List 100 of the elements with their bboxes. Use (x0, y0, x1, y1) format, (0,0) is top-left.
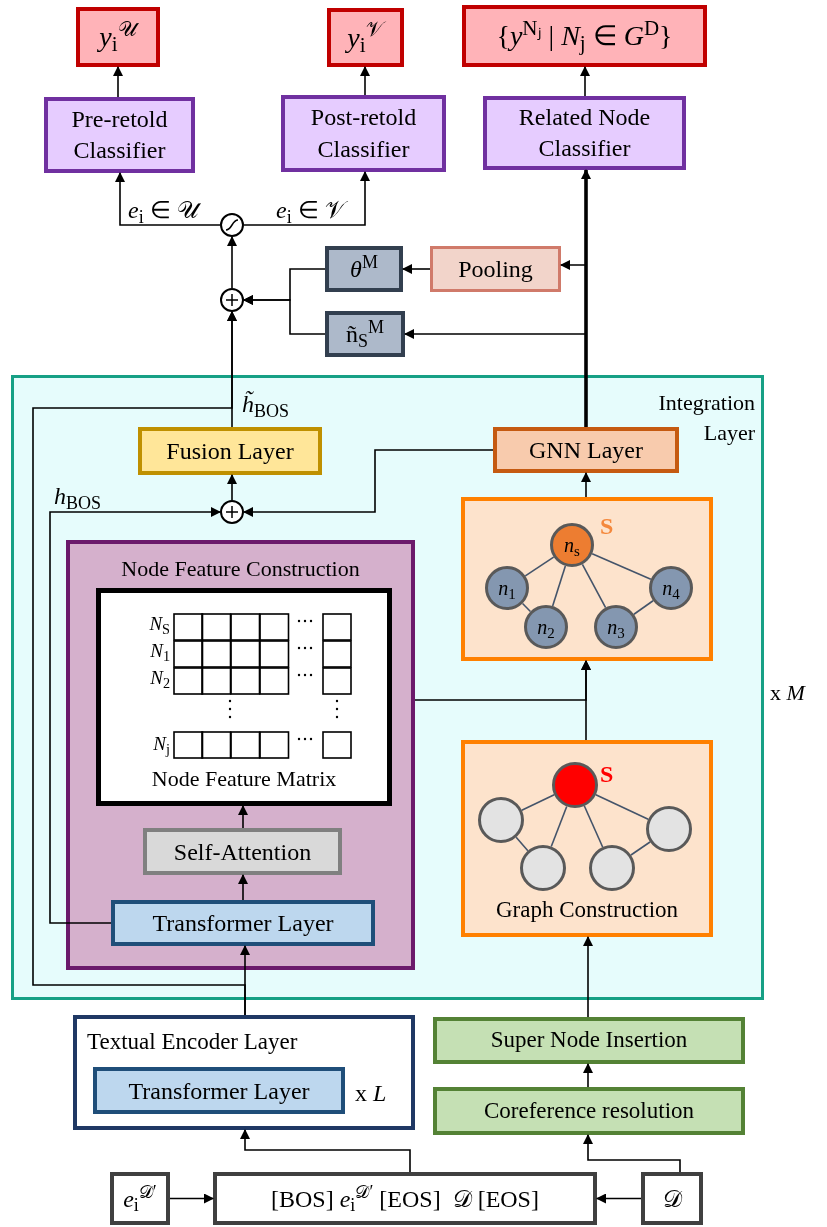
arrow (414, 660, 591, 701)
arrow (583, 1134, 681, 1173)
arrow (596, 1193, 642, 1204)
arrow (581, 169, 591, 427)
connector-line (515, 836, 529, 852)
node-label: n$_{3}$ (607, 615, 625, 642)
connector-line (521, 794, 555, 811)
graph-node (552, 762, 598, 808)
row-label: N$_{1}$ (149, 639, 170, 663)
integration-layer-panel (11, 375, 764, 1000)
panel-title: Graph Construction (494, 895, 680, 924)
connector-line (524, 556, 555, 577)
arrow (169, 1193, 214, 1204)
edge-label: h$_{BOS}$ (54, 482, 101, 514)
output-box (327, 8, 404, 67)
process-box (433, 1017, 745, 1064)
panel-title: Integration Layer (657, 389, 755, 447)
panel-title: Textual Encoder Layer (87, 1028, 298, 1056)
node-label: GNN Layer (529, 436, 643, 465)
arrow (238, 805, 248, 829)
arrow (583, 936, 593, 1018)
arrow (360, 66, 370, 96)
node-label: 𝒟 (662, 1184, 682, 1214)
classifier-box (483, 96, 686, 170)
row-label: N$_{2}$ (149, 666, 170, 690)
row-label: N$_{j}$ (152, 732, 170, 756)
arrow (227, 474, 237, 501)
arrow (49, 507, 221, 924)
output-box (462, 5, 707, 67)
graph-node (485, 566, 529, 610)
input-box (641, 1172, 703, 1225)
node-label: n$_{s}$ (564, 533, 580, 560)
repeat-label: x L (355, 1079, 387, 1108)
graph-node (524, 605, 568, 649)
arrow (583, 1063, 593, 1088)
arrow (243, 295, 326, 335)
side-label: S (600, 760, 614, 789)
arrow (238, 874, 248, 901)
edge-label: e$_{i}$ ∈ 𝒰 (128, 196, 199, 228)
node-label: [BOS] e$_{i}$$^{𝒟′}$ [EOS] 𝒟 [EOS] (271, 1180, 539, 1217)
arrow (243, 449, 494, 517)
node-label: n$_{4}$ (662, 576, 680, 603)
self-attention-box (143, 828, 342, 875)
connector-line (581, 563, 607, 609)
graph-node (589, 845, 635, 891)
graph-panel (461, 740, 713, 937)
arrow (581, 472, 591, 498)
connector-line (591, 552, 652, 581)
feature-matrix-panel (96, 588, 392, 806)
node-label: Self-Attention (173, 837, 312, 867)
node-label: n$_{2}$ (537, 615, 555, 642)
arrow (240, 945, 250, 1016)
graph-node (550, 523, 594, 567)
graph-node (649, 566, 693, 610)
node-label: Transformer Layer (128, 1076, 310, 1106)
pooling-box (430, 246, 561, 292)
arrow (115, 172, 221, 226)
arrow (243, 171, 370, 226)
connector-line (633, 599, 654, 616)
graph-node (646, 806, 692, 852)
connector-line (551, 565, 567, 607)
transformer-layer-box (111, 900, 375, 946)
process-box (433, 1087, 745, 1135)
arrow (113, 66, 123, 98)
classifier-box (281, 95, 446, 172)
connector-line (550, 805, 568, 848)
arrow (580, 66, 590, 97)
graph-node (478, 797, 524, 843)
edge-label: h̃$_{BOS}$ (242, 390, 289, 422)
panel-title: Node Feature Matrix (150, 765, 338, 793)
row-label: N$_{S}$ (148, 612, 170, 636)
connector-line (521, 602, 532, 613)
node-label: Transformer Layer (152, 909, 334, 938)
connector-line (583, 805, 604, 848)
node-label: {y$^{Nⱼ}$ | N$_{j}$ ∈ G$^{D}$} (496, 15, 673, 57)
node-label: Pre-retold Classifier (70, 104, 169, 165)
graph-node (520, 845, 566, 891)
input-box (110, 1172, 170, 1225)
input-box (213, 1172, 597, 1225)
node-label: Fusion Layer (166, 437, 294, 466)
node-label: Post-retold Classifier (309, 103, 418, 164)
arrow (240, 1129, 411, 1173)
graph-panel (461, 497, 713, 661)
arrow (227, 236, 237, 289)
node-label: Related Node Classifier (517, 102, 652, 163)
encoder-panel (73, 1015, 415, 1130)
side-label: x M (770, 679, 805, 707)
connector-line (595, 793, 649, 821)
graph-node (594, 605, 638, 649)
side-label: S (600, 512, 614, 541)
node-feature-panel (66, 540, 415, 970)
transformer-layer-box (93, 1067, 345, 1114)
node-label: n$_{1}$ (498, 576, 516, 603)
fusion-layer-box (138, 427, 322, 475)
panel-title: Node Feature Construction (120, 555, 361, 583)
output-box (76, 7, 160, 67)
node-label: Coreference resolution (483, 1096, 695, 1125)
arrow (402, 264, 431, 274)
parameter-box (325, 311, 405, 357)
parameter-box (325, 246, 403, 292)
